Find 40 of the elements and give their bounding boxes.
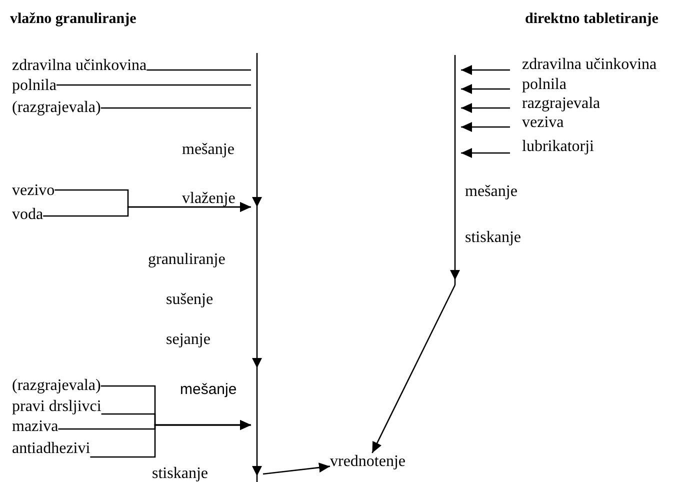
ingredient-label: vezivo — [12, 182, 55, 200]
process-line — [449, 55, 461, 285]
step-label: mešanje — [182, 141, 234, 159]
arrow — [90, 420, 251, 458]
arrow — [43, 202, 251, 217]
ingredient-label: polnila — [510, 76, 566, 94]
ingredient-label: (razgrajevala) — [12, 99, 101, 117]
connector-line — [146, 69, 251, 71]
arrow — [461, 84, 510, 94]
step-label: mešanje — [465, 183, 518, 201]
step-label: stiskanje — [152, 465, 208, 482]
column-heading: vlažno granuliranje — [10, 10, 136, 28]
ingredient-label: (razgrajevala) — [12, 377, 101, 395]
arrow — [262, 462, 330, 475]
step-label: sušenje — [166, 291, 214, 309]
ingredient-label: zdravilna učinkovina — [12, 57, 147, 75]
arrow — [372, 284, 456, 454]
ingredient-label: antiadhezivi — [12, 440, 90, 458]
ingredient-label: maziva — [12, 418, 58, 436]
ingredient-label: polnila — [12, 77, 56, 95]
step-label: mešanje — [180, 381, 237, 399]
ingredient-label: pravi drsljivci — [12, 398, 102, 416]
step-label: sejanje — [166, 331, 210, 349]
step-label: vrednotenje — [330, 453, 406, 471]
process-line — [251, 53, 263, 482]
ingredient-label: veziva — [510, 114, 564, 132]
ingredient-label: zdravilna učinkovina — [510, 56, 657, 74]
connector-line — [56, 84, 251, 86]
arrow — [461, 103, 510, 113]
ingredient-label: razgrajevala — [510, 95, 600, 113]
arrow — [461, 148, 510, 158]
step-label: granuliranje — [148, 251, 226, 269]
ingredient-label: lubrikatorji — [510, 138, 594, 156]
connector-line — [100, 107, 251, 109]
arrow — [461, 122, 510, 132]
arrow — [461, 65, 510, 75]
ingredient-label: voda — [12, 206, 44, 224]
step-label: stiskanje — [465, 229, 521, 247]
column-heading: direktno tabletiranje — [525, 10, 658, 28]
step-label: vlaženje — [182, 190, 236, 208]
